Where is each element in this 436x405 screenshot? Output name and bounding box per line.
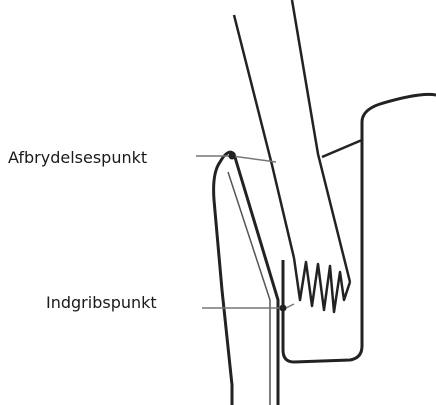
- pedal-arm: [214, 152, 278, 405]
- engagement-point-label: Indgribspunkt: [46, 295, 157, 311]
- leg-line-left: [234, 15, 294, 258]
- leg-line-right: [292, 0, 350, 282]
- engagement-marker: [280, 305, 287, 312]
- right-block: [283, 94, 436, 362]
- breakpoint-label: Afbrydelsespunkt: [8, 150, 147, 166]
- breakpoint-marker: [229, 153, 236, 160]
- right-wedge: [322, 140, 362, 165]
- spring: [294, 258, 350, 312]
